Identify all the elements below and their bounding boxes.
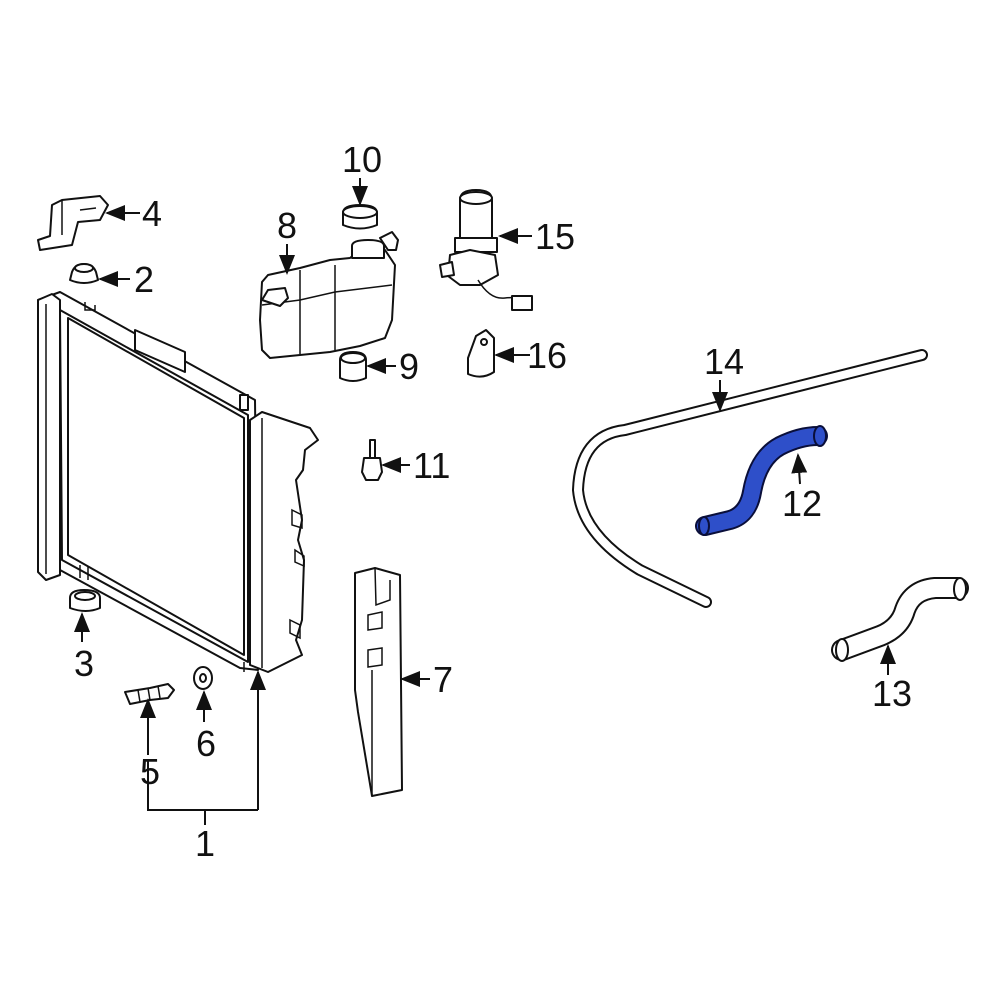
callout-4: 4 (142, 193, 162, 234)
callout-14: 14 (704, 341, 744, 382)
callout-10: 10 (342, 139, 382, 180)
reservoir-grommet-part[interactable] (339, 351, 367, 382)
callout-16: 16 (527, 335, 567, 376)
callout-labels: 1 2 3 4 5 6 7 8 9 10 11 12 13 14 15 16 (74, 139, 912, 864)
grommet-lower-part[interactable] (69, 589, 101, 612)
coolant-reservoir-part[interactable] (259, 231, 399, 359)
callout-2: 2 (134, 259, 154, 300)
callout-6: 6 (196, 723, 216, 764)
washer-part[interactable] (193, 666, 213, 690)
lower-hose-part[interactable] (831, 577, 969, 662)
auxiliary-pump-part[interactable] (439, 189, 533, 311)
sensor-part[interactable] (361, 439, 383, 481)
callout-8: 8 (277, 205, 297, 246)
drain-plug-part[interactable] (124, 683, 175, 705)
callout-5: 5 (140, 751, 160, 792)
callout-3: 3 (74, 643, 94, 684)
callout-1: 1 (195, 823, 215, 864)
highlighted-hose-part[interactable] (695, 425, 828, 536)
callout-12: 12 (782, 483, 822, 524)
pump-bracket-part[interactable] (467, 329, 495, 378)
bracket-part[interactable] (37, 195, 109, 251)
side-seal-part[interactable] (354, 567, 403, 797)
callout-7: 7 (433, 659, 453, 700)
grommet-upper-part[interactable] (69, 263, 99, 284)
callout-11: 11 (413, 445, 450, 486)
radiator-part[interactable] (37, 291, 319, 673)
callout-15: 15 (535, 216, 575, 257)
callout-13: 13 (872, 673, 912, 714)
callout-9: 9 (399, 346, 419, 387)
reservoir-cap-part[interactable] (342, 204, 378, 230)
overflow-hose-part[interactable] (572, 349, 928, 608)
leader-lines (74, 178, 896, 825)
